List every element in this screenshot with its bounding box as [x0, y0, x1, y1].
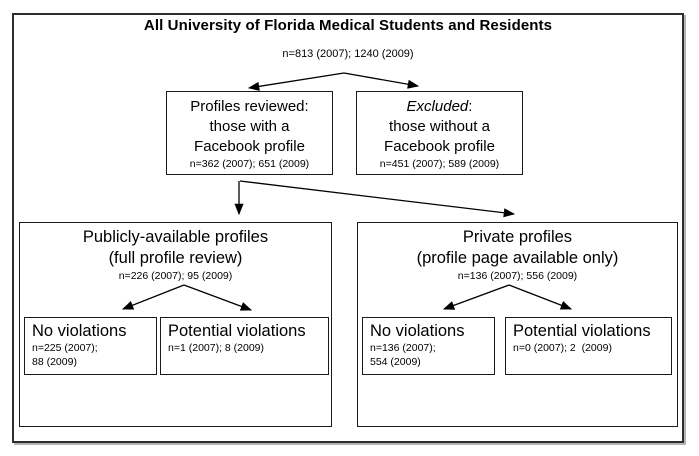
- node-line: Facebook profile: [384, 138, 495, 155]
- excluded-colon: :: [468, 98, 473, 115]
- node-title: Profiles reviewed:: [190, 98, 309, 115]
- node-line: those without a: [389, 118, 490, 135]
- node-profiles-reviewed: Profiles reviewed: those with a Facebook…: [166, 91, 333, 175]
- node-private-potential-violations: Potential violations n=0 (2007); 2 (2009…: [505, 317, 672, 375]
- node-title: Excluded:: [357, 97, 522, 117]
- node-line: (full profile review): [108, 249, 243, 267]
- node-public-no-violations: No violations n=225 (2007); 88 (2009): [24, 317, 157, 375]
- node-excluded: Excluded: those without a Facebook profi…: [356, 91, 523, 175]
- node-count: n=225 (2007);: [32, 342, 98, 354]
- node-count: 554 (2009): [370, 356, 421, 368]
- node-public-potential-violations: Potential violations n=1 (2007); 8 (2009…: [160, 317, 329, 375]
- node-count: n=0 (2007); 2 (2009): [513, 342, 612, 354]
- node-count: 88 (2009): [32, 356, 77, 368]
- node-title: Private profiles: [462, 228, 573, 246]
- node-title: No violations: [370, 322, 465, 340]
- figure-root-count: n=813 (2007); 1240 (2009): [282, 48, 414, 60]
- node-line: Facebook profile: [194, 138, 305, 155]
- node-count: n=226 (2007); 95 (2009): [118, 270, 233, 282]
- node-count: n=451 (2007); 589 (2009): [379, 158, 500, 170]
- node-count: n=136 (2007);: [370, 342, 436, 354]
- figure-title: All University of Florida Medical Studen…: [143, 17, 553, 34]
- node-line: those with a: [209, 118, 290, 135]
- node-title: No violations: [32, 322, 127, 340]
- node-count: n=136 (2007); 556 (2009): [457, 270, 578, 282]
- node-private-no-violations: No violations n=136 (2007); 554 (2009): [362, 317, 495, 375]
- node-line: (profile page available only): [416, 249, 619, 267]
- excluded-italic: Excluded: [406, 98, 469, 115]
- outer-frame: [12, 13, 684, 443]
- node-count: n=362 (2007); 651 (2009): [189, 158, 310, 170]
- node-count: n=1 (2007); 8 (2009): [168, 342, 265, 354]
- node-title: Potential violations: [513, 322, 651, 340]
- node-title: Potential violations: [168, 322, 306, 340]
- node-title: Publicly-available profiles: [82, 228, 269, 246]
